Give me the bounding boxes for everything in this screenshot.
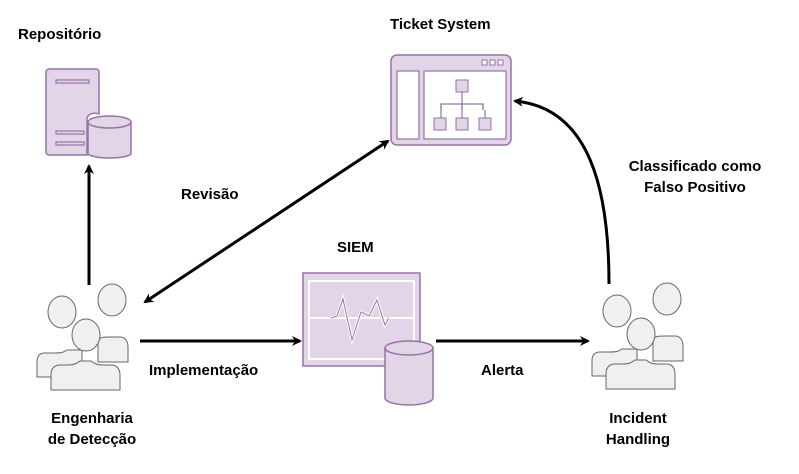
users-group-icon-detection[interactable] — [36, 283, 129, 391]
incident-handling-label-line2: Handling — [605, 431, 671, 448]
monitor-pulse-database-icon[interactable] — [302, 272, 434, 406]
detection-engineering-label-line1: Engenharia — [51, 410, 133, 427]
falso-positivo-label-line1: Classificado como — [628, 158, 762, 175]
browser-window-sitemap-icon[interactable] — [390, 54, 512, 146]
ticket-system-label: Ticket System — [390, 16, 491, 33]
arrow-falso-positivo[interactable] — [513, 96, 611, 285]
alerta-label: Alerta — [481, 362, 524, 379]
users-group-icon-incident[interactable] — [591, 282, 684, 390]
implementacao-label: Implementação — [149, 362, 259, 379]
incident-handling-label: Incident Handling — [588, 408, 688, 450]
repository-label: Repositório — [18, 26, 102, 43]
revisao-label: Revisão — [181, 186, 239, 203]
falso-positivo-label-line2: Falso Positivo — [644, 179, 746, 196]
incident-handling-label-line1: Incident — [609, 410, 667, 427]
siem-label: SIEM — [337, 239, 374, 256]
arrow-revisao[interactable] — [143, 139, 390, 304]
falso-positivo-label: Classificado como Falso Positivo — [615, 156, 775, 198]
detection-engineering-label-line2: de Detecção — [47, 431, 137, 448]
detection-engineering-label: Engenharia de Detecção — [32, 408, 152, 450]
server-database-icon[interactable] — [45, 68, 132, 159]
